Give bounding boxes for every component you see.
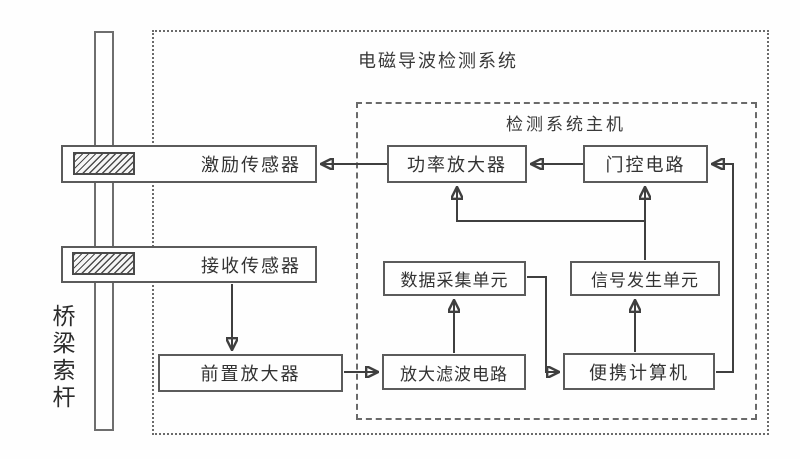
node-preamplifier-label: 前置放大器 xyxy=(200,364,301,384)
host-system-boundary xyxy=(356,102,757,420)
node-data-acquisition-unit: 数据采集单元 xyxy=(383,261,526,296)
node-portable-computer: 便携计算机 xyxy=(563,353,715,390)
node-power-amplifier-label: 功率放大器 xyxy=(407,155,507,175)
outer-system-boundary xyxy=(152,30,769,435)
host-system-title: 检测系统主机 xyxy=(506,115,626,134)
node-preamplifier: 前置放大器 xyxy=(158,354,343,392)
receiving-sensor-coupling-hatch xyxy=(72,252,135,275)
node-gate-circuit-label: 门控电路 xyxy=(605,155,686,175)
node-data-acquisition-unit-label: 数据采集单元 xyxy=(400,271,509,290)
outer-system-title: 电磁导波检测系统 xyxy=(358,51,518,71)
node-signal-generator-unit-label: 信号发生单元 xyxy=(591,271,699,290)
node-receiving-sensor-label: 接收传感器 xyxy=(201,255,301,276)
node-excitation-sensor-label: 激励传感器 xyxy=(201,155,301,175)
node-gate-circuit: 门控电路 xyxy=(583,145,708,183)
node-portable-computer-label: 便携计算机 xyxy=(589,362,689,383)
node-amplify-filter-circuit: 放大滤波电路 xyxy=(382,354,526,390)
node-power-amplifier: 功率放大器 xyxy=(387,145,527,183)
bridge-cable-rod-label: 桥梁索杆 xyxy=(49,304,74,412)
bridge-cable-rod xyxy=(94,31,114,431)
node-amplify-filter-circuit-label: 放大滤波电路 xyxy=(400,364,508,384)
excitation-sensor-coupling-hatch xyxy=(73,152,135,175)
node-signal-generator-unit: 信号发生单元 xyxy=(570,261,720,296)
